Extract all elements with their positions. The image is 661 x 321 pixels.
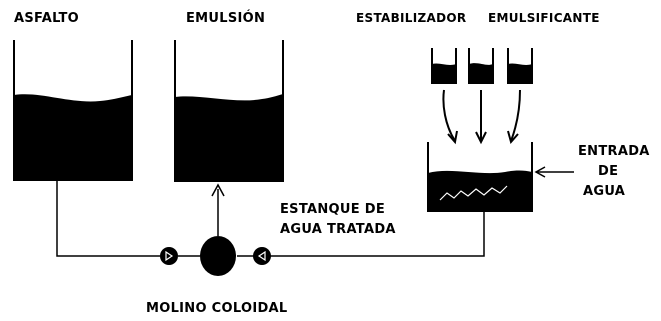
emulsion-tank-walls	[174, 40, 284, 182]
label-asphalt: ASFALTO	[14, 11, 79, 26]
colloid-mill	[200, 236, 236, 276]
label-water-inlet-line-3: AGUA	[583, 184, 625, 199]
feed-arrow-3	[510, 89, 521, 142]
label-water-inlet-line-1: ENTRADA	[578, 144, 650, 159]
treated-water-tank-walls	[427, 142, 533, 212]
label-water-inlet-line-2: DE	[598, 164, 618, 179]
water-streak	[439, 185, 508, 201]
additive-container-1	[431, 48, 457, 84]
asphalt-tank-walls	[13, 40, 133, 181]
label-treated-water-tank-line-1: ESTANQUE DE	[280, 202, 385, 217]
label-stabilizer: ESTABILIZADOR	[356, 11, 466, 25]
label-treated-water-tank-line-2: AGUA TRATADA	[280, 222, 396, 237]
feed-arrow-1	[442, 89, 456, 142]
treated-water-tank	[427, 142, 533, 212]
water-inlet-arrow	[534, 166, 574, 178]
asphalt-outlet-pipe	[56, 180, 160, 257]
asphalt-tank-fill	[14, 94, 132, 180]
additive-container-2	[468, 48, 494, 84]
additive-container-3	[507, 48, 533, 84]
additive-feed-arrows	[442, 89, 521, 145]
piping	[56, 180, 485, 257]
water-return-pipe	[270, 211, 485, 257]
emulsion-tank	[174, 40, 284, 182]
pump-right	[253, 247, 271, 265]
emulsion-tank-fill	[175, 94, 283, 181]
treated-water-fill	[428, 170, 532, 211]
label-emulsifier: EMULSIFICANTE	[488, 11, 600, 25]
label-colloid-mill: MOLINO COLOIDAL	[146, 301, 288, 316]
label-emulsion: EMULSIÓN	[186, 10, 265, 26]
pump-left	[160, 247, 178, 265]
asphalt-tank	[13, 40, 133, 181]
